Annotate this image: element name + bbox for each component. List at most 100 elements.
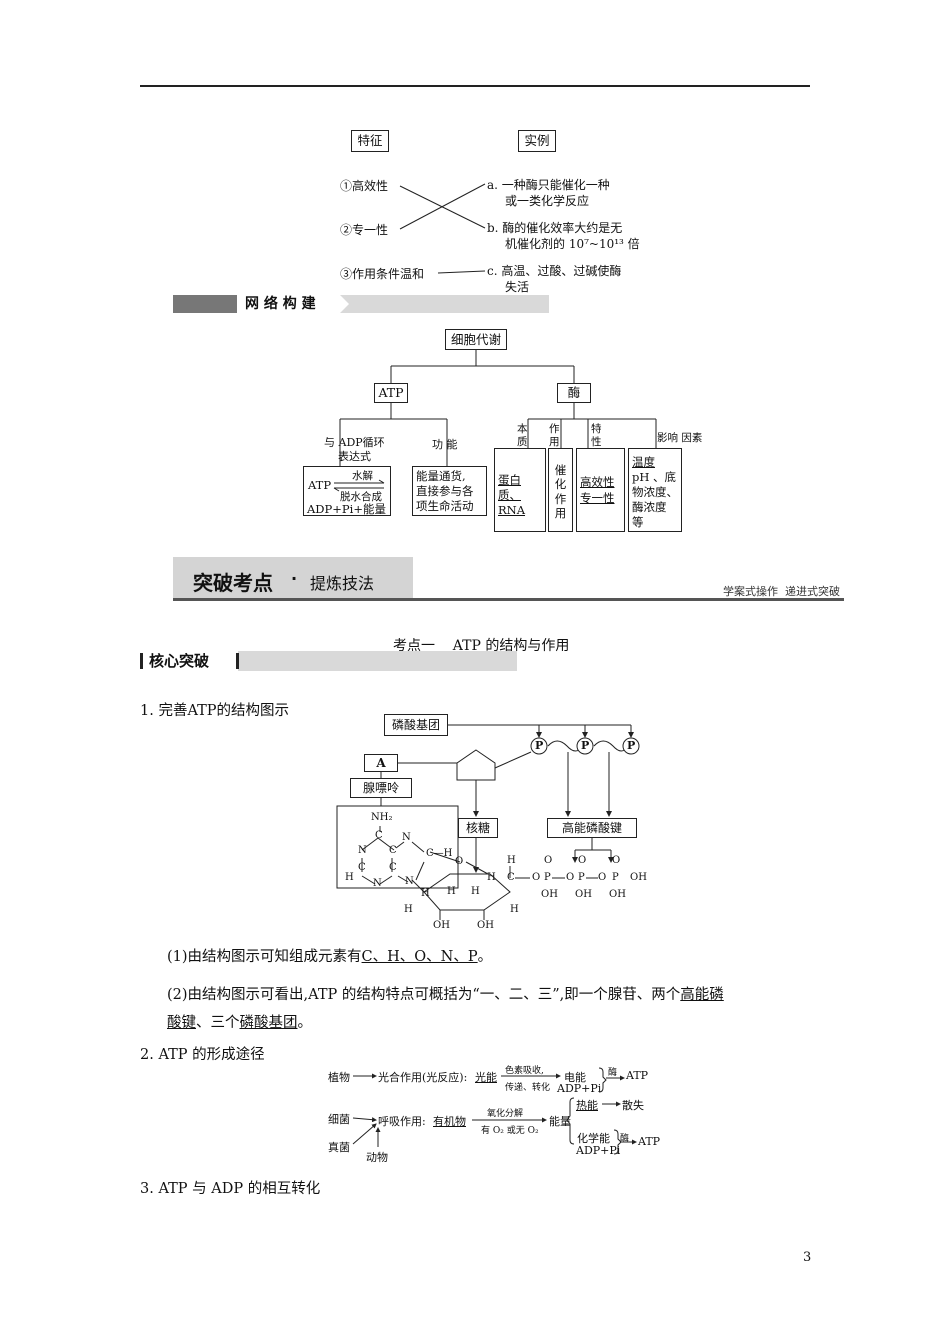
adenine-a-box: A — [364, 754, 398, 772]
atom-n-top: N — [402, 832, 411, 843]
pw-loss: 散失 — [622, 1099, 644, 1112]
enzyme-role-box: 催化作用 — [548, 448, 573, 532]
node-enzyme: 酶 — [557, 383, 591, 403]
match-header-example: 实例 — [518, 130, 556, 152]
atom-oh-c2: OH — [433, 920, 450, 931]
atom-o-link1: O — [532, 872, 541, 883]
atom-c-c5: C — [507, 872, 515, 883]
section-subtitle: 提炼技法 — [310, 574, 375, 593]
kaodian-title: 考点一 ATP 的结构与作用 — [393, 638, 570, 654]
p-circle-3: P — [627, 739, 636, 752]
question-3: 3. ATP 与 ADP 的相互转化 — [140, 1181, 321, 1197]
top-rule — [140, 85, 810, 87]
pw-heat: 热能 — [576, 1099, 598, 1112]
pw-photosynthesis: 光合作用(光反应): — [378, 1071, 468, 1084]
atom-c-right: C — [389, 862, 397, 873]
atom-h-c1: H — [421, 888, 430, 899]
question-1: 1. 完善ATP的结构图示 — [140, 703, 290, 719]
network-lines — [339, 350, 657, 466]
atom-h-c5b: H — [487, 872, 496, 883]
pw-oxidation-bottom: 有 O₂ 或无 O₂ — [481, 1126, 539, 1136]
atom-h-c1b: H — [404, 904, 413, 915]
label-enzyme-traits: 特性 — [591, 423, 602, 448]
atom-oh-end: OH — [630, 872, 647, 883]
atom-o-link3: O — [598, 872, 607, 883]
section-dot: · — [291, 569, 298, 588]
atom-c-top: C — [375, 830, 383, 841]
pw-pigment-top: 色素吸收, — [505, 1066, 544, 1076]
atom-c-left: C — [358, 862, 366, 873]
pw-plant: 植物 — [328, 1071, 350, 1084]
atom-o-p3: O — [612, 855, 621, 866]
label-atp-function: 功 能 — [432, 438, 458, 451]
item-1-2: (2)由结构图示可看出,ATP 的结构特点可概括为“一、二、三”,即一个腺苷、两… — [167, 987, 724, 1003]
section-right: 学案式操作 递进式突破 — [723, 585, 840, 598]
atom-o-p2: O — [578, 855, 587, 866]
high-energy-bond-box: 高能磷酸键 — [547, 818, 637, 838]
node-atp: ATP — [374, 383, 408, 403]
atom-oh-p1: OH — [541, 889, 558, 900]
atom-n-right: N — [405, 876, 414, 887]
pw-animal: 动物 — [366, 1151, 388, 1164]
enzyme-traits-box: 高效性专一性 — [576, 448, 625, 532]
label-enzyme-role: 作用 — [549, 423, 560, 448]
atom-ch: C—H — [426, 848, 453, 859]
pw-atp-1: ATP — [626, 1069, 649, 1082]
feature-specificity: ②专一性 — [340, 223, 389, 237]
label-atp-cycle: 与 ADP循环表达式 — [324, 436, 385, 464]
item-1-2-cont: 酸键、三个磷酸基团。 — [167, 1015, 312, 1031]
pw-pigment-bottom: 传递、转化 — [505, 1083, 551, 1093]
atom-h-c2: H — [447, 886, 456, 897]
pw-chemical: 化学能 — [577, 1132, 610, 1145]
pw-enzyme-2: 酶 — [620, 1134, 630, 1144]
atom-p2: P — [578, 872, 585, 883]
atom-o-link2: O — [566, 872, 575, 883]
phosphate-group-box: 磷酸基团 — [384, 714, 448, 736]
section-title: 突破考点 — [193, 571, 273, 595]
pw-respiration: 呼吸作用: — [378, 1115, 426, 1128]
page-number: 3 — [803, 1250, 812, 1265]
atom-oh-c3: OH — [477, 920, 494, 931]
atom-n-left: N — [358, 845, 367, 856]
example-a: a. 一种酶只能催化一种或一类化学反应 — [487, 178, 610, 209]
match-lines — [399, 183, 486, 274]
pw-oxidation-top: 氧化分解 — [487, 1109, 524, 1119]
p-circle-2: P — [581, 739, 590, 752]
atom-oh-p3: OH — [609, 889, 626, 900]
pw-enzyme-1: 酶 — [608, 1068, 618, 1078]
pw-adp-pi-1: ADP+Pi — [557, 1082, 602, 1095]
atom-h-c3: H — [471, 886, 480, 897]
atom-c-mid: C — [389, 845, 397, 856]
atp-equation-box: ATP 水解 脱水合成 ADP+Pi+能量 — [303, 466, 391, 516]
match-header-feature: 特征 — [351, 130, 389, 152]
atom-nh2: NH₂ — [371, 812, 393, 823]
pw-bacteria: 细菌 — [328, 1113, 350, 1126]
example-c: c. 高温、过酸、过碱使酶失活 — [487, 264, 622, 295]
pw-organic: 有机物 — [433, 1115, 466, 1128]
pw-energy: 能量 — [549, 1115, 571, 1128]
label-enzyme-factors: 影响 因素 — [657, 432, 703, 444]
adenine-box: 腺嘌呤 — [350, 778, 412, 798]
ribose-box: 核糖 — [458, 818, 498, 838]
atom-o-ring: O — [455, 856, 464, 867]
item-1-1: (1)由结构图示可知组成元素有C、H、O、N、P。 — [167, 949, 493, 965]
p-circle-1: P — [535, 739, 544, 752]
example-b: b. 酶的催化效率大约是无机催化剂的 10⁷~10¹³ 倍 — [487, 221, 640, 252]
network-banner: 网 络 构 建 — [173, 295, 549, 313]
feature-mild-conditions: ③作用条件温和 — [340, 267, 425, 281]
network-banner-title: 网 络 构 建 — [245, 296, 316, 312]
atom-p3: P — [612, 872, 619, 883]
atom-o-p1: O — [544, 855, 553, 866]
core-label-bar: 核心突破 — [140, 651, 517, 671]
feature-high-efficiency: ①高效性 — [340, 179, 389, 193]
atom-n-bottom: N — [373, 878, 382, 889]
atom-p1: P — [544, 872, 551, 883]
atp-function-box: 能量通货,直接参与各项生命活动 — [412, 466, 487, 516]
enzyme-nature-box: 蛋白质、RNA — [494, 448, 546, 532]
pw-fungi: 真菌 — [328, 1141, 350, 1154]
pw-electric-energy: 电能 — [564, 1071, 586, 1084]
node-cell-metabolism: 细胞代谢 — [445, 329, 507, 350]
